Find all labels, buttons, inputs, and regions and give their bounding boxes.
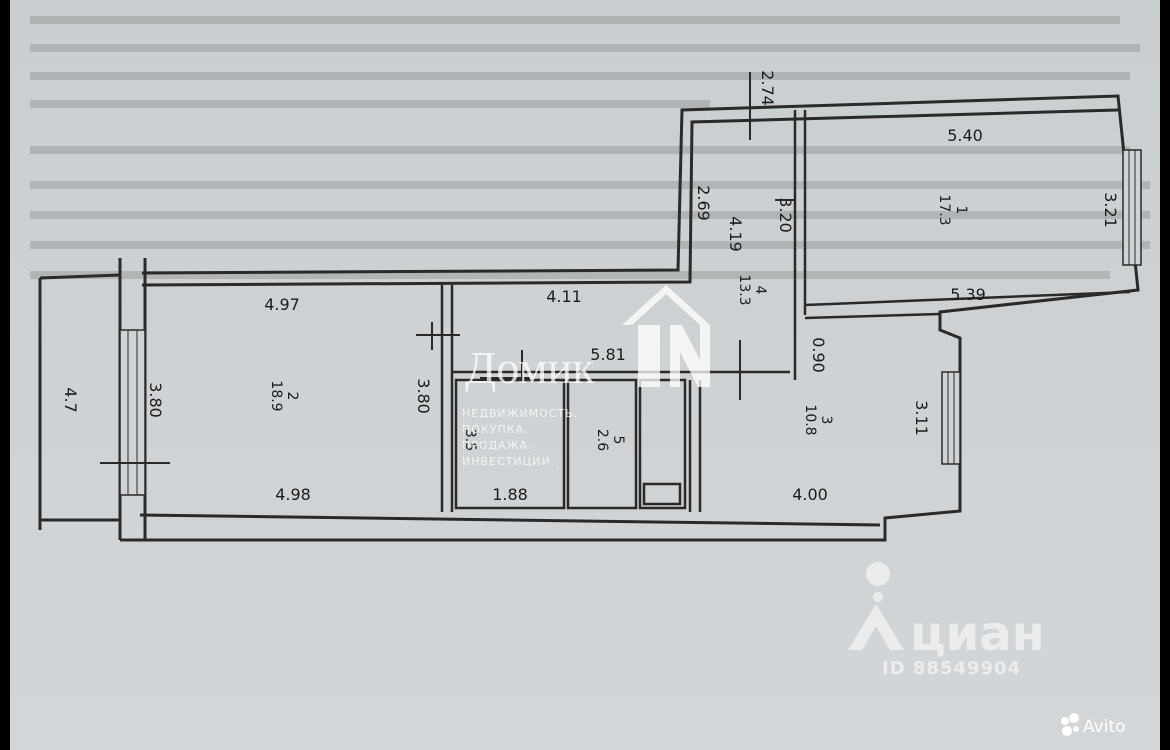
avito-badge: Avito — [1061, 713, 1125, 737]
dim-0-90: 0.90 — [809, 337, 828, 373]
domik-brand: Домик — [465, 342, 595, 393]
background-text-lines — [30, 16, 1150, 279]
room-2-area: 18.9 — [268, 380, 284, 411]
dim-3-20: 3.20 — [776, 197, 795, 233]
room-5-number: 5 — [610, 436, 626, 445]
dim-3-80-right: 3.80 — [414, 378, 433, 414]
cian-logo-icon — [848, 604, 904, 650]
avito-dot-2-icon — [1069, 713, 1079, 723]
dim-2-74: 2.74 — [758, 70, 777, 106]
room-1-number: 1 — [953, 206, 969, 215]
cian-id: ID 88549904 — [882, 658, 1021, 679]
room-1-area: 17.3 — [936, 194, 952, 225]
dim-3-80-left: 3.80 — [146, 382, 165, 418]
room-4-area: 13.3 — [736, 274, 752, 305]
domik-line3: ПРОДАЖА. — [462, 439, 533, 452]
house-n-icon — [670, 325, 710, 387]
room-labels: 1 17.3 2 18.9 3 10.8 4 13.3 5 2.6 3.5 — [268, 194, 969, 451]
room-5-area: 2.6 — [594, 429, 610, 451]
dim-3-11: 3.11 — [912, 400, 931, 436]
dim-5-81: 5.81 — [590, 345, 626, 364]
house-body-icon — [638, 325, 660, 387]
avito-dot-4-icon — [1073, 726, 1079, 732]
windows — [119, 149, 1142, 496]
door-marks — [100, 72, 795, 464]
interior-walls — [440, 110, 1131, 512]
room-6-area: 3.5 — [462, 429, 478, 451]
room-3-area: 10.8 — [802, 404, 818, 435]
room-4-number: 4 — [752, 286, 768, 295]
floor-plan-photo: 2.74 5.40 5.39 3.21 3.20 2.69 4.19 4.97 … — [10, 0, 1160, 750]
dim-4-98: 4.98 — [275, 485, 311, 504]
dim-4-00: 4.00 — [792, 485, 828, 504]
dim-4-7: 4.7 — [61, 387, 80, 412]
room-2-number: 2 — [284, 392, 300, 401]
domik-line2: ПОКУПКА. — [462, 423, 529, 436]
floor-plan-drawing: 2.74 5.40 5.39 3.21 3.20 2.69 4.19 4.97 … — [30, 16, 1150, 737]
avito-label: Avito — [1083, 717, 1125, 737]
cian-watermark: циан ID 88549904 — [848, 562, 1045, 679]
dimension-labels: 2.74 5.40 5.39 3.21 3.20 2.69 4.19 4.97 … — [61, 70, 1120, 504]
location-pin-icon — [866, 562, 891, 602]
window-panes — [127, 150, 1136, 495]
cian-brand: циан — [910, 606, 1045, 662]
outer-walls — [38, 94, 1140, 542]
dim-2-69: 2.69 — [694, 185, 713, 221]
domik-line1: НЕДВИЖИМОСТЬ. — [462, 407, 578, 420]
house-roof-icon — [622, 285, 710, 325]
domik-watermark: Домик НЕДВИЖИМОСТЬ. ПОКУПКА. ПРОДАЖА. ИН… — [462, 285, 710, 468]
dim-4-11: 4.11 — [546, 287, 582, 306]
dim-5-39: 5.39 — [950, 285, 986, 304]
dim-1-88: 1.88 — [492, 485, 528, 504]
room-3-number: 3 — [818, 416, 834, 425]
dim-5-40: 5.40 — [947, 126, 983, 145]
dim-3-21: 3.21 — [1101, 192, 1120, 228]
avito-dot-1-icon — [1061, 717, 1069, 725]
domik-line4: ИНВЕСТИЦИИ. — [462, 455, 555, 468]
avito-dot-3-icon — [1062, 726, 1072, 736]
dim-4-97: 4.97 — [264, 295, 300, 314]
dim-4-19: 4.19 — [726, 216, 745, 252]
